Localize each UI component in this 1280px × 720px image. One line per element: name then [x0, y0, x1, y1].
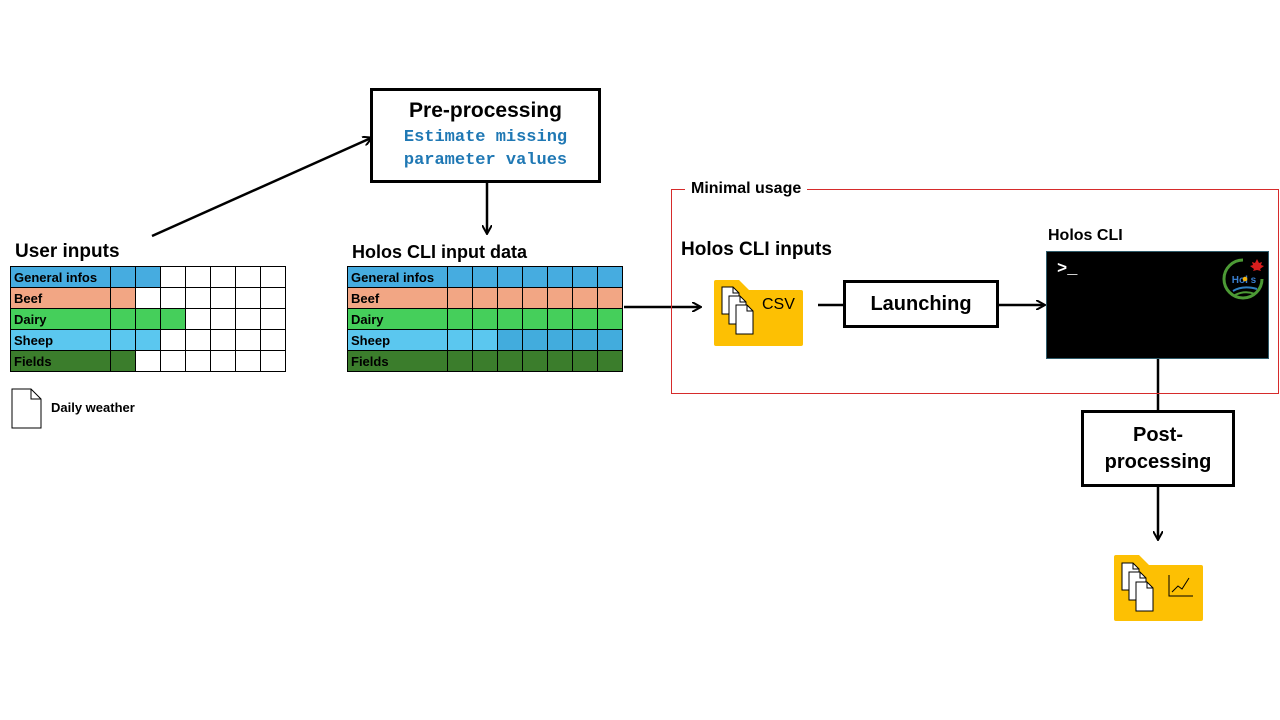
grid-row: Fields	[347, 350, 623, 372]
user-inputs-title: User inputs	[15, 241, 120, 262]
input-data-title: Holos CLI input data	[352, 242, 527, 262]
row-label: Beef	[10, 287, 111, 309]
chart-icon	[1168, 575, 1193, 597]
preprocessing-box: Pre-processing Estimate missing paramete…	[370, 88, 601, 183]
row-label: Fields	[10, 350, 111, 372]
grid-row: Dairy	[347, 308, 623, 330]
cli-inputs-title: Holos CLI inputs	[681, 239, 832, 260]
terminal-window: >_ Hol s	[1046, 251, 1269, 359]
minimal-usage-label: Minimal usage	[685, 180, 808, 198]
output-folder-icon	[1114, 555, 1203, 621]
grid-row: Sheep	[10, 329, 286, 351]
row-label: General infos	[10, 266, 111, 288]
row-label: Beef	[347, 287, 448, 309]
postprocessing-line2: processing	[1104, 450, 1212, 473]
csv-label: CSV	[762, 296, 795, 313]
grid-row: Sheep	[347, 329, 623, 351]
grid-row: Beef	[10, 287, 286, 309]
row-label: General infos	[347, 266, 448, 288]
row-label: Sheep	[10, 329, 111, 351]
preprocessing-title: Pre-processing	[409, 99, 562, 122]
minimal-usage-frame	[671, 189, 1279, 394]
holos-logo-icon: Hol s	[1222, 258, 1264, 300]
user-inputs-grid: General infos Beef Dairy Sheep Fields	[10, 266, 286, 372]
row-label: Fields	[347, 350, 448, 372]
grid-row: Dairy	[10, 308, 286, 330]
launching-label: Launching	[870, 292, 972, 315]
holos-cli-title: Holos CLI	[1048, 227, 1123, 244]
postprocessing-box: Post- processing	[1081, 410, 1235, 487]
preprocessing-line1: Estimate missing	[403, 128, 568, 147]
input-data-grid: General infos Beef Dairy Sheep Fields	[347, 266, 623, 372]
grid-row: General infos	[347, 266, 623, 288]
grid-row: General infos	[10, 266, 286, 288]
grid-row: Fields	[10, 350, 286, 372]
row-label: Sheep	[347, 329, 448, 351]
terminal-prompt: >_	[1057, 260, 1078, 279]
postprocessing-line1: Post-	[1133, 423, 1183, 446]
arrow-user-to-preprocessing	[151, 138, 371, 238]
row-label: Dairy	[10, 308, 111, 330]
launching-box: Launching	[843, 280, 999, 328]
file-icon	[11, 388, 42, 429]
daily-weather-label: Daily weather	[51, 400, 135, 415]
folder-icon	[714, 280, 803, 346]
grid-row: Beef	[347, 287, 623, 309]
preprocessing-line2: parameter values	[403, 151, 568, 170]
row-label: Dairy	[347, 308, 448, 330]
